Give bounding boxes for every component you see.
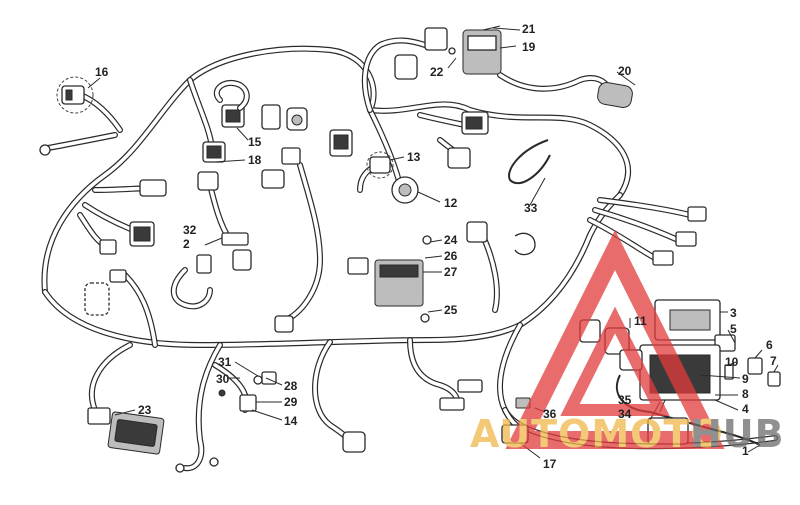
connector-center-bottom: [342, 431, 366, 453]
connector-top-a: [261, 104, 281, 130]
connector-24: [466, 221, 488, 243]
callouts: 1 2 3 4 5 6 7 8 9 10 11 12 13 14 15 16 1…: [95, 22, 777, 471]
part-31: [253, 375, 263, 385]
callout-9: 9: [742, 372, 749, 386]
connector-mid-a: [281, 147, 301, 165]
callout-33: 33: [524, 201, 538, 215]
callout-23: 23: [138, 403, 152, 417]
connector-center-a: [274, 315, 294, 333]
callout-15: 15: [248, 135, 262, 149]
callout-27: 27: [444, 265, 458, 279]
connector-right-a: [687, 206, 707, 222]
connector-23: [87, 407, 111, 425]
callout-5: 5: [730, 322, 737, 336]
callout-11: 11: [634, 314, 647, 328]
watermark: AUTOMOTO HUB: [470, 229, 785, 456]
connector-16: [61, 85, 85, 105]
connector-21-plug: [424, 27, 448, 51]
connector-16-highlight: [56, 76, 94, 114]
connector-32: [197, 171, 219, 191]
sensor-2: [196, 254, 212, 274]
callout-10: 10: [725, 355, 739, 369]
relay-6: [747, 357, 763, 375]
connector-center-c: [457, 379, 483, 393]
strap-33: [508, 139, 551, 185]
callout-19: 19: [522, 40, 536, 54]
callout-31: 31: [218, 355, 232, 369]
callout-20: 20: [618, 64, 632, 78]
callout-30: 30: [216, 372, 230, 386]
connector-left-a: [139, 179, 167, 197]
callout-32: 32: [183, 223, 197, 237]
connector-14: [239, 394, 257, 412]
callout-18: 18: [248, 153, 262, 167]
watermark-text-b: HUB: [690, 412, 785, 456]
callout-13: 13: [407, 150, 421, 164]
callout-26: 26: [444, 249, 458, 263]
callout-29: 29: [284, 395, 298, 409]
ring-terminal-bottom-a: [175, 463, 185, 473]
washer-22: [448, 47, 456, 55]
watermark-triangle-inner: [560, 306, 670, 416]
connector-2b: [232, 249, 252, 271]
nut-25: [420, 313, 430, 323]
connector-right-c: [652, 250, 674, 266]
connector-mid-b: [261, 169, 285, 189]
callout-24: 24: [444, 233, 458, 247]
ring-terminal-bottom-b: [209, 457, 219, 467]
connector-left-c: [99, 239, 117, 255]
callout-1: 1: [742, 444, 749, 458]
callout-7: 7: [770, 354, 777, 368]
connector-right-b: [675, 231, 697, 247]
connector-sensor-left: [109, 269, 127, 283]
callout-28: 28: [284, 379, 298, 393]
clip-right: [514, 232, 536, 256]
callout-3: 3: [730, 306, 737, 320]
callout-25: 25: [444, 303, 458, 317]
connector-center-b: [439, 397, 465, 411]
watermark-triangle-outer: [505, 229, 725, 449]
part-30: [218, 389, 226, 397]
connector-19-plug: [394, 54, 418, 80]
callout-8: 8: [742, 387, 749, 401]
callout-2: 2: [183, 237, 190, 251]
callout-35: 35: [618, 393, 632, 407]
callout-34: 34: [618, 407, 632, 421]
callout-4: 4: [742, 402, 749, 416]
screw-24: [422, 235, 432, 245]
ring-terminal-left: [39, 144, 51, 156]
callout-36: 36: [543, 407, 557, 421]
sensor-left: [84, 282, 110, 316]
callout-6: 6: [766, 338, 773, 352]
relay-7: [767, 371, 781, 387]
part-28: [261, 371, 277, 385]
callout-16: 16: [95, 65, 109, 79]
connector-regulator: [347, 257, 369, 275]
callout-14: 14: [284, 414, 298, 428]
connector-13: [369, 156, 391, 174]
callout-12: 12: [444, 196, 458, 210]
callout-22: 22: [430, 65, 444, 79]
screw-21: [482, 25, 501, 31]
watermark-text-a: AUTOMOTO: [470, 412, 724, 456]
connector-32-plug: [221, 232, 249, 246]
callout-17: 17: [543, 457, 557, 471]
connector-13-highlight: [366, 151, 394, 179]
callout-21: 21: [522, 22, 536, 36]
spark-plug-boot-20: [597, 81, 633, 109]
connector-upper-right-a: [447, 147, 471, 169]
